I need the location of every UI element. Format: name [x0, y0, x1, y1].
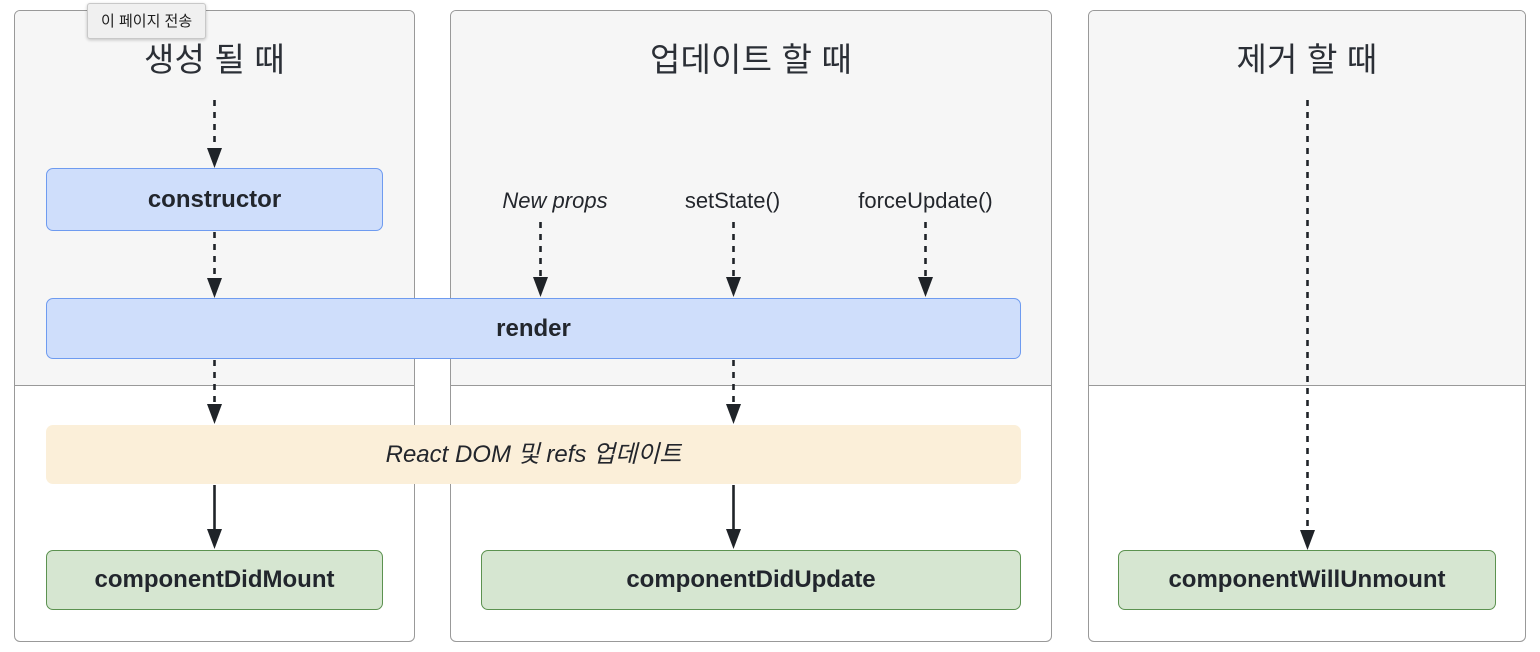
node-render-label: render [496, 314, 571, 342]
node-component-did-mount[interactable]: componentDidMount [46, 550, 383, 610]
node-react-dom-and-refs-update[interactable]: React DOM 및 refs 업데이트 [46, 425, 1021, 484]
panel-unmounting-title: 제거 할 때 [1236, 41, 1378, 78]
trigger-label-new-props: New props [502, 188, 608, 213]
node-render[interactable]: render [46, 298, 1021, 359]
arrow-to-will-unmount [1298, 100, 1318, 552]
trigger-label-set-state: setState() [684, 188, 781, 213]
node-component-did-update-label: componentDidUpdate [626, 566, 876, 594]
node-constructor[interactable]: constructor [46, 168, 383, 231]
arrow-new-props-to-render [531, 222, 551, 300]
page-transfer-tooltip: 이 페이지 전송 [87, 3, 207, 39]
panel-updating-title: 업데이트 할 때 [649, 41, 853, 78]
arrow-set-state-to-render [724, 222, 744, 300]
arrow-render-to-reactdom-mounting [205, 360, 225, 426]
node-component-did-mount-label: componentDidMount [94, 566, 335, 594]
arrow-force-update-to-render [916, 222, 936, 300]
panel-mounting-title: 생성 될 때 [144, 41, 285, 78]
node-component-will-unmount[interactable]: componentWillUnmount [1118, 550, 1496, 610]
trigger-label-force-update: forceUpdate() [858, 188, 993, 213]
arrow-render-to-reactdom-updating [724, 360, 744, 426]
arrow-to-constructor [205, 100, 225, 170]
arrow-reactdom-to-did-update [724, 485, 744, 551]
node-component-did-update[interactable]: componentDidUpdate [481, 550, 1021, 610]
node-react-dom-label: React DOM 및 refs 업데이트 [385, 440, 682, 468]
arrow-constructor-to-render [205, 232, 225, 300]
node-component-will-unmount-label: componentWillUnmount [1168, 566, 1446, 594]
arrow-reactdom-to-did-mount [205, 485, 225, 551]
node-constructor-label: constructor [147, 185, 282, 213]
